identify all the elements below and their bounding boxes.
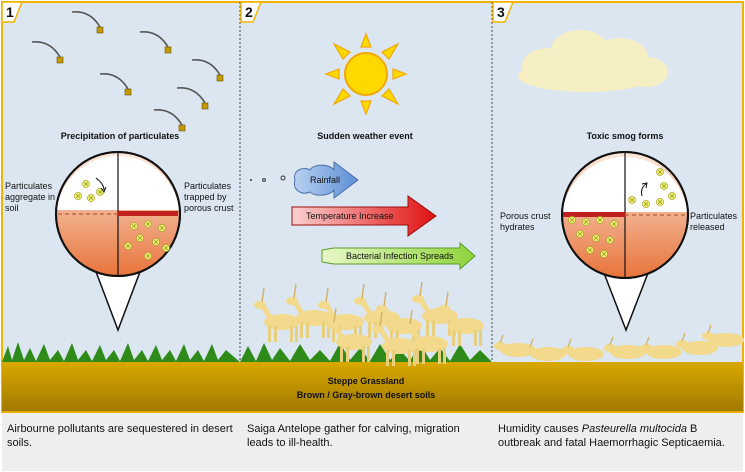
panel-3-caption-italic: Pasteurella multocida bbox=[581, 423, 687, 435]
panel-3-number: 3 bbox=[497, 4, 505, 20]
panel-3-caption: Humidity causes Pasteurella multocida B … bbox=[498, 422, 740, 450]
panel-3-caption-pre: Humidity causes bbox=[498, 423, 582, 435]
panel-3-title: Toxic smog forms bbox=[586, 131, 664, 141]
sun-icon bbox=[324, 32, 408, 116]
panel-1-title: Precipitation of particulates bbox=[60, 131, 180, 141]
panel-2-title: Sudden weather event bbox=[317, 131, 413, 141]
soil-band bbox=[2, 362, 743, 412]
temperature-label: Temperature Increase bbox=[306, 211, 394, 221]
panel-1-number: 1 bbox=[6, 4, 14, 20]
panel-2-tab bbox=[240, 1, 263, 23]
rainfall-label: Rainfall bbox=[310, 175, 341, 185]
panel-1-caption: Airbourne pollutants are sequestered in … bbox=[7, 423, 233, 449]
soil-magnifier-3 bbox=[561, 151, 689, 333]
temperature-arrow bbox=[291, 195, 437, 237]
cloud-icon bbox=[518, 30, 668, 92]
bacterial-label: Bacterial Infection Spreads bbox=[346, 251, 454, 261]
grass-strip bbox=[2, 342, 492, 362]
panel-1-left-label: Particulates aggregate in soil bbox=[5, 181, 56, 213]
dots-decoration bbox=[250, 175, 286, 182]
panel-1-tab bbox=[1, 1, 24, 23]
panel-3-right-label: Particulates released bbox=[690, 211, 738, 232]
soil-magnifier-1 bbox=[55, 151, 181, 333]
caption-area bbox=[2, 413, 743, 471]
panel-2-caption: Saiga Antelope gather for calving, migra… bbox=[247, 423, 460, 449]
ground-line-2: Brown / Gray-brown desert soils bbox=[296, 390, 436, 400]
panel-3-caption-post: B outbreak and fatal Haemorrhagic Septic… bbox=[498, 423, 725, 449]
ground-line-1: Steppe Grassland bbox=[327, 376, 405, 386]
bacterial-arrow bbox=[321, 241, 476, 271]
panel-2-number: 2 bbox=[245, 4, 253, 20]
panel-1-right-label: Particulates trapped by porous crust bbox=[184, 181, 234, 213]
panel-3-left-label: Porous crust hydrates bbox=[500, 211, 551, 232]
panel-3-tab bbox=[492, 1, 515, 23]
rainfall-arrow bbox=[293, 161, 359, 199]
